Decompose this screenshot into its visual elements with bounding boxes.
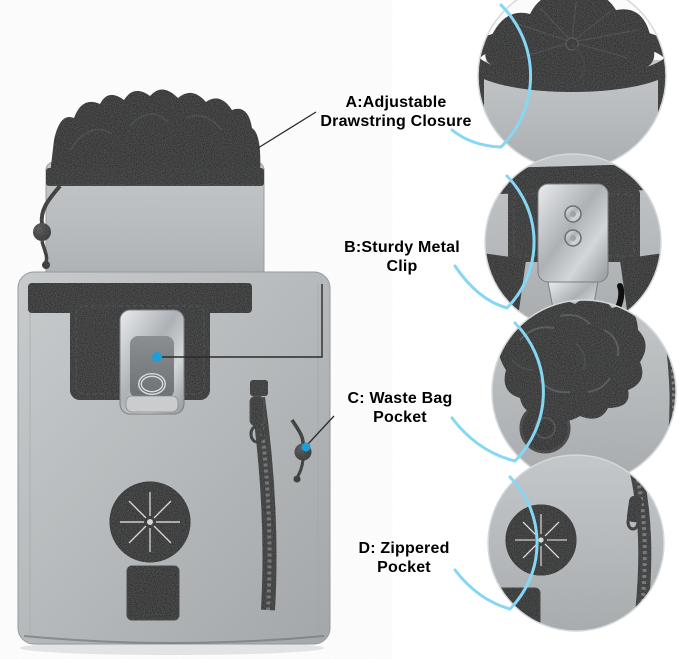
feature-dot-pocket bbox=[301, 442, 311, 452]
feature-dot-clip bbox=[152, 352, 162, 362]
drawstring-cord bbox=[39, 184, 62, 225]
main-product-photo bbox=[17, 89, 335, 655]
inset-ring bbox=[487, 454, 665, 632]
callout-arcs bbox=[450, 3, 545, 611]
callout-label-d: D: Zippered Pocket bbox=[316, 539, 492, 577]
callout-c-line2: Pocket bbox=[373, 409, 427, 426]
pointer-line-c bbox=[307, 415, 335, 445]
callout-arc-c bbox=[450, 321, 545, 463]
metal-clip bbox=[119, 309, 185, 415]
pointer-line-b bbox=[162, 284, 323, 358]
inset-drawstring-closure bbox=[477, 0, 667, 171]
callout-label-c: C: Waste Bag Pocket bbox=[312, 389, 488, 427]
callout-label-a: A:Adjustable Drawstring Closure bbox=[308, 93, 484, 131]
callout-b-line1: B:Sturdy Metal bbox=[344, 239, 460, 256]
velcro-patch bbox=[126, 565, 180, 621]
callout-d-line1: D: Zippered bbox=[358, 540, 450, 557]
inset-waste-bag-pocket bbox=[491, 283, 677, 485]
top-binding-band bbox=[46, 168, 264, 186]
callout-a-line1: A:Adjustable bbox=[345, 94, 447, 111]
callout-arc-b bbox=[453, 174, 536, 310]
waste-bag bbox=[498, 300, 646, 422]
front-zipper bbox=[249, 380, 277, 611]
pointer-line-a bbox=[257, 111, 317, 149]
callout-c-line1: C: Waste Bag bbox=[347, 390, 453, 407]
brand-logo-badge bbox=[109, 481, 191, 563]
callout-a-line2: Drawstring Closure bbox=[320, 113, 472, 130]
callout-b-line2: Clip bbox=[386, 258, 418, 275]
callout-arc-a bbox=[450, 3, 532, 149]
drawstring-fabric bbox=[50, 89, 261, 174]
cord-lock-toggle bbox=[33, 223, 51, 241]
callout-label-b: B:Sturdy Metal Clip bbox=[314, 238, 490, 276]
callout-d-line2: Pocket bbox=[377, 559, 431, 576]
callout-arc-d bbox=[453, 475, 539, 611]
